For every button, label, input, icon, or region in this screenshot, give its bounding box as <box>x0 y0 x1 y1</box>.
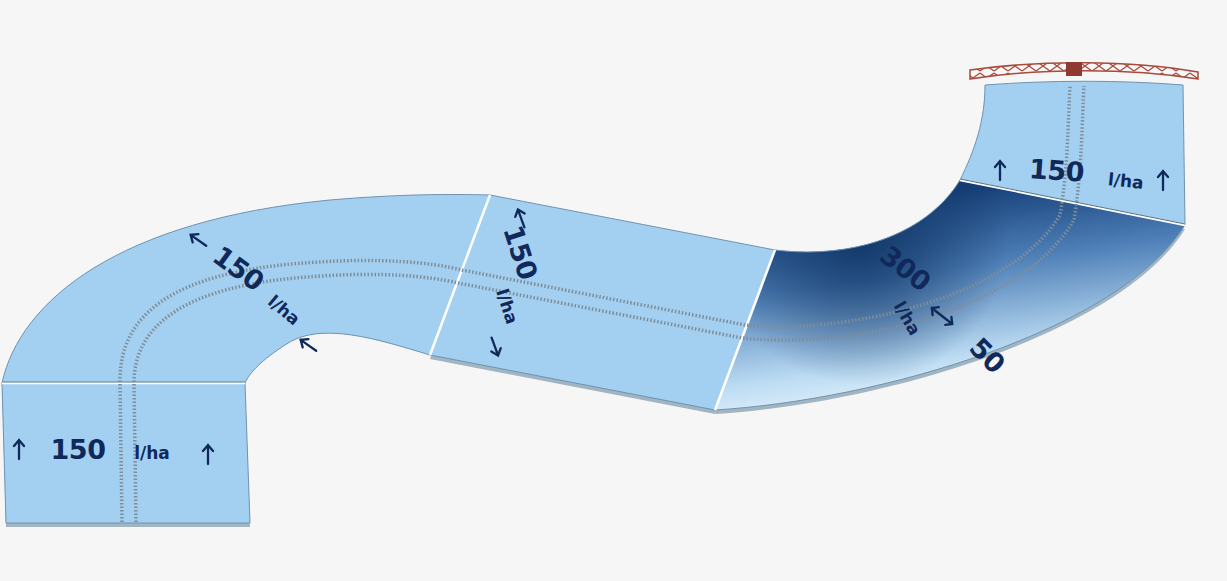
segment-border <box>2 179 1185 382</box>
tramline <box>120 86 1084 522</box>
rate-value: 150 <box>51 436 106 463</box>
direction-arrow <box>14 161 1168 464</box>
field-segment <box>2 195 490 383</box>
rate-unit: l/ha <box>1107 171 1144 192</box>
field-segment <box>2 383 250 523</box>
rate-unit: l/ha <box>134 445 170 462</box>
rate-value: 150 <box>1028 155 1085 186</box>
sprayer-boom <box>970 62 1198 79</box>
field-segment <box>430 195 775 410</box>
field-segment <box>960 81 1185 225</box>
